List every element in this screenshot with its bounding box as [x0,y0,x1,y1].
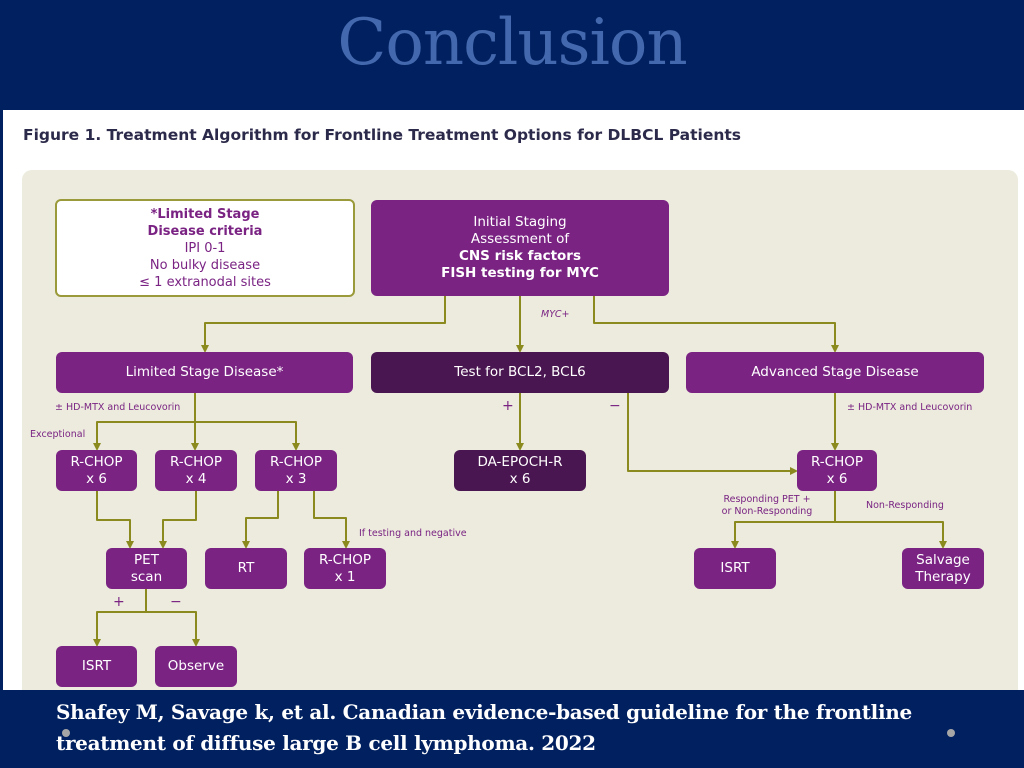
connector [93,421,195,451]
connector [93,589,147,647]
observe-box: Observe [155,646,237,687]
limited-stage-disease-box: Limited Stage Disease* [56,352,353,393]
hdmtx-right-label: ± HD-MTX and Leucovorin [847,402,973,413]
connector [313,491,350,549]
citation: Shafey M, Savage k, et al. Canadian evid… [56,700,912,755]
box-label: RT [237,560,255,576]
box-label: Therapy [915,568,971,585]
slide-footer [0,690,1024,768]
advanced-stage-disease-box: Advanced Stage Disease [686,352,984,393]
non-responding-label: Non-Responding [866,500,944,511]
box-label: R-CHOP [810,453,864,470]
box-label: Test for BCL2, BCL6 [454,364,586,380]
box-label: R-CHOP [169,453,223,470]
rt-box: RT [205,548,287,589]
test-bcl2-bcl6-box: Test for BCL2, BCL6 [371,352,669,393]
initial-line: CNS risk factors [458,248,582,264]
connector [195,421,300,451]
if-testing-label: If testing and negative [359,528,467,539]
initial-line: Assessment of [470,231,570,247]
isrt-box: ISRT [56,646,137,687]
criteria-line: No bulky disease [149,257,261,273]
plus-sign: + [113,594,125,610]
criteria-line: ≤ 1 extranodal sites [139,274,271,290]
box-label: R-CHOP [318,551,372,568]
isrt-advanced-box: ISRT [694,548,776,589]
box-label: R-CHOP [70,453,123,470]
box-label: x 6 [509,470,531,487]
box-label: ISRT [81,658,112,674]
box-label: ISRT [720,560,750,576]
box-label: DA-EPOCH-R [477,453,563,470]
limited-stage-criteria-box: *Limited Stage Disease criteria IPI 0-1 … [55,199,355,297]
box-label: x 6 [86,470,107,487]
box-label: Limited Stage Disease* [125,364,284,380]
box-label: PET [134,551,159,568]
bullet-dot-icon [62,729,70,737]
figure-title: Figure 1. Treatment Algorithm for Frontl… [23,126,742,144]
connector [96,491,134,549]
box-label: Observe [167,658,225,674]
connector [159,491,197,549]
responding-line: or Non-Responding [721,506,813,517]
minus-sign: − [170,594,182,610]
hdmtx-left-label: ± HD-MTX and Leucovorin [55,402,181,413]
connector [731,491,836,549]
criteria-line: IPI 0-1 [184,240,226,256]
responding-label: Responding PET +or Non-Responding [712,494,822,518]
connector [593,296,839,353]
connector [146,611,200,647]
box-label: x 1 [334,568,356,585]
initial-staging-box: Initial Staging Assessment of CNS risk f… [371,200,669,296]
criteria-line: *Limited Stage [150,206,260,222]
box-label: Salvage [916,551,970,568]
box-label: Advanced Stage Disease [751,364,919,380]
box-label: x 4 [185,470,207,487]
criteria-line: Disease criteria [147,223,263,239]
connector [201,296,446,353]
connector [242,491,279,549]
box-label: x 3 [285,470,307,487]
box-label: scan [130,568,163,585]
initial-line: Initial Staging [473,214,567,230]
slide-title: Conclusion [337,6,687,80]
myc-label: MYC+ [541,309,570,320]
bullet-dot-icon [947,729,955,737]
exceptional-label: Exceptional [30,429,86,440]
box-label: R-CHOP [269,453,323,470]
slide-header: Conclusion [0,0,1024,110]
box-label: x 6 [826,470,848,487]
initial-line: FISH testing for MYC [441,265,599,281]
responding-line: Responding PET + [723,494,811,505]
connector [627,393,798,475]
connector [835,521,947,549]
plus-sign: + [502,398,514,414]
minus-sign: − [609,398,621,414]
